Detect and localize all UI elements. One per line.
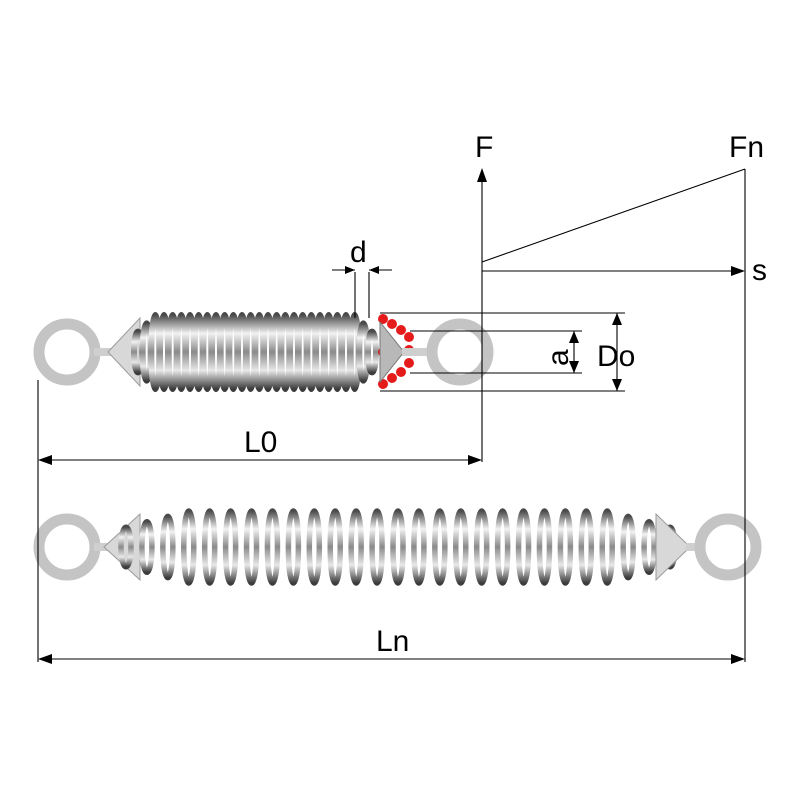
wire-section-dot xyxy=(387,373,397,383)
wire-section-dot xyxy=(387,319,397,329)
coil-turn xyxy=(365,328,379,376)
coil-turn xyxy=(306,508,323,586)
right-hook-stem xyxy=(402,348,434,356)
force-label: F xyxy=(475,131,493,164)
wire-section-dot xyxy=(404,358,414,368)
do-arrow-bottom xyxy=(612,379,622,391)
coil-turn xyxy=(327,508,343,586)
left-hook-stem xyxy=(94,348,114,356)
wire-section-dot xyxy=(378,314,388,324)
relaxed-coil-body xyxy=(131,312,379,392)
coil-turn xyxy=(536,508,553,586)
wire-section-dot xyxy=(404,332,414,342)
a-arrow-top xyxy=(569,331,579,343)
left-hook-eye xyxy=(33,318,101,386)
extended-coil-body xyxy=(118,508,678,586)
force-axis-arrow xyxy=(477,168,487,182)
coil-turn xyxy=(285,508,302,586)
do-arrow-top xyxy=(612,313,622,325)
l0-arrow-right xyxy=(468,455,482,465)
force-n-label: Fn xyxy=(729,131,764,164)
coil-turn xyxy=(181,508,197,586)
inner-gap-label: a xyxy=(542,349,575,366)
coil-turn xyxy=(557,508,574,586)
d-arrow-right xyxy=(369,266,379,274)
free-length-dimension: L0 xyxy=(37,380,482,662)
a-arrow-bottom xyxy=(569,361,579,373)
inner-gap-dimension: a xyxy=(542,331,579,373)
coil-turn xyxy=(243,508,260,586)
outer-diameter-dimension: Do xyxy=(597,313,635,391)
right-hook-eye-extended xyxy=(694,513,762,581)
coil-turn xyxy=(369,508,385,586)
diameter-extension-lines xyxy=(380,312,625,392)
d-arrow-left xyxy=(345,266,355,274)
coil-turn xyxy=(641,519,657,575)
wire-diameter-dimension: d xyxy=(332,236,392,318)
ln-arrow-right xyxy=(731,654,745,664)
coil-turn xyxy=(222,508,239,586)
extended-length-label: Ln xyxy=(376,625,409,658)
wire-diameter-label: d xyxy=(350,236,367,269)
wire-section-dot xyxy=(396,325,406,335)
coil-turn xyxy=(390,508,406,586)
coil-turn xyxy=(160,513,176,581)
travel-axis-arrow xyxy=(731,266,745,276)
coil-turn xyxy=(578,508,595,586)
coil-turn xyxy=(348,508,364,586)
coil-turn xyxy=(411,508,427,586)
ln-arrow-left xyxy=(38,654,52,664)
coil-turn xyxy=(264,508,281,586)
outer-diameter-label: Do xyxy=(597,340,635,373)
l0-arrow-left xyxy=(38,455,52,465)
right-cone-extended xyxy=(655,512,691,582)
coil-turn xyxy=(432,508,448,586)
right-hook-eye xyxy=(426,318,494,386)
coil-turn xyxy=(620,513,636,581)
extended-spring xyxy=(33,508,762,586)
coil-turn xyxy=(201,508,218,586)
relaxed-spring xyxy=(33,312,494,392)
section-wedge xyxy=(379,320,405,384)
coil-turn xyxy=(473,508,490,586)
wire-section-dot xyxy=(396,367,406,377)
coil-turn xyxy=(515,508,532,586)
free-length-label: L0 xyxy=(244,426,277,459)
coil-turn xyxy=(118,524,134,570)
force-travel-graph: F Fn s xyxy=(475,131,767,662)
coil-turn xyxy=(453,508,469,586)
extended-length-dimension: Ln xyxy=(38,625,745,664)
coil-turn xyxy=(494,508,511,586)
force-characteristic-line xyxy=(481,168,746,263)
coil-turn xyxy=(139,519,155,575)
travel-label: s xyxy=(752,254,767,287)
cross-section-highlight xyxy=(378,314,414,389)
left-hook-stem-extended xyxy=(94,543,112,551)
left-hook-eye-extended xyxy=(33,513,101,581)
coil-turn xyxy=(599,508,615,586)
